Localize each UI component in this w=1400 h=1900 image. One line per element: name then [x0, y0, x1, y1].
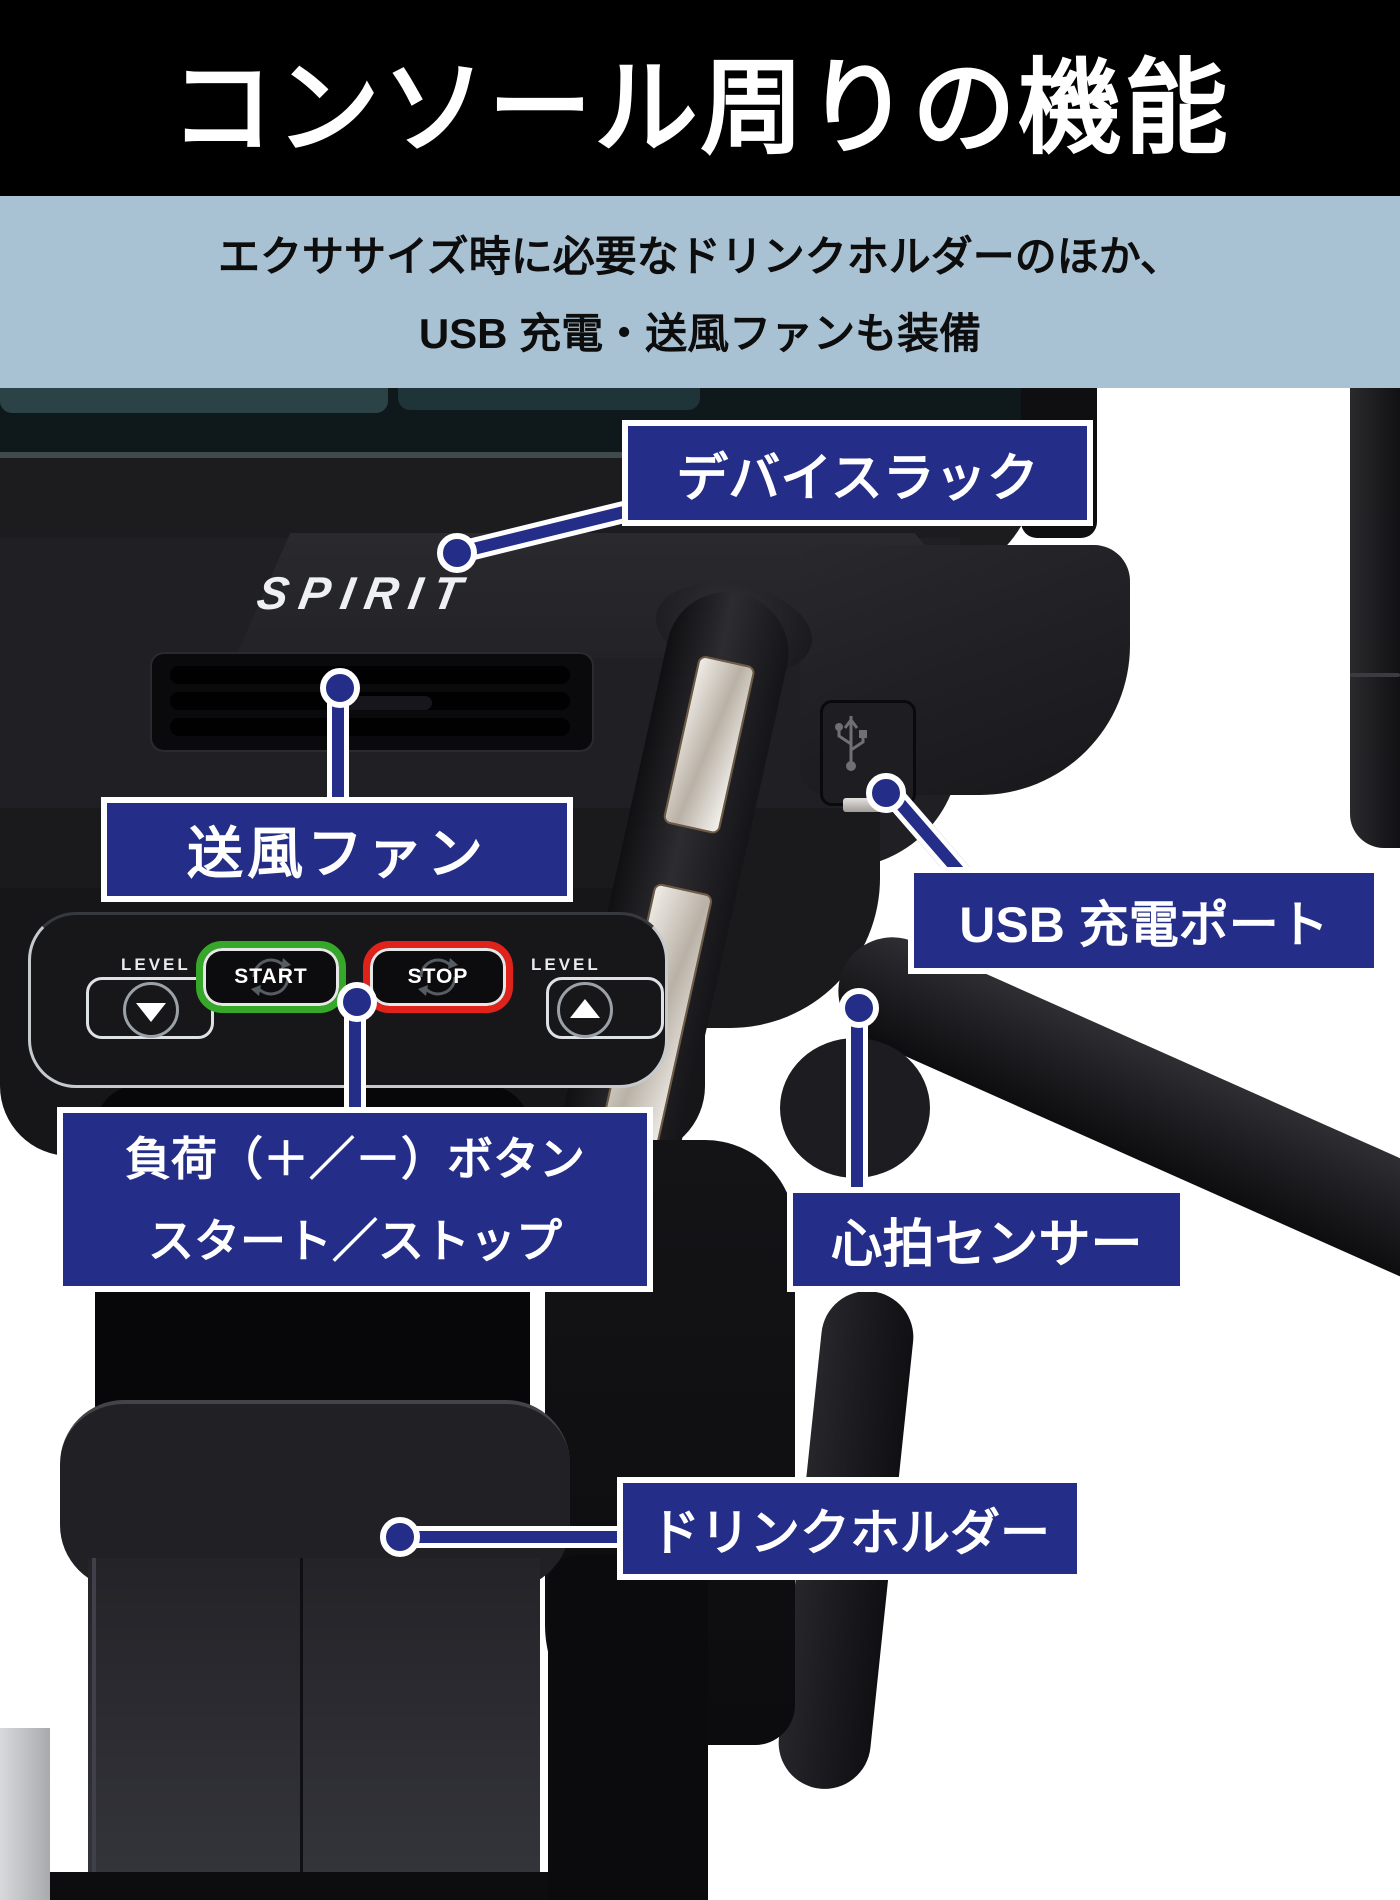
usb-icon	[835, 716, 867, 771]
handlebar-grip	[1350, 388, 1400, 848]
screen-bezel-segment	[398, 388, 700, 410]
level-down-icon	[123, 982, 179, 1038]
usb-port-label: USB 充電ポート	[908, 867, 1380, 974]
floor-stand	[0, 1728, 50, 1900]
start-button-label: START	[234, 965, 308, 988]
heart-rate-sensor-label: 心拍センサー	[787, 1187, 1186, 1292]
device-rack-callout-dot	[437, 533, 477, 573]
column-seam	[300, 1558, 303, 1882]
fan-vent	[150, 652, 594, 752]
stop-button: STOP	[363, 941, 513, 1013]
heart-rate-callout-dot	[839, 988, 879, 1028]
level-label-left: LEVEL	[121, 955, 191, 974]
interval-arrows-icon	[251, 958, 291, 996]
drink-holder-callout-dot	[380, 1517, 420, 1557]
interval-arrows-icon	[418, 958, 458, 996]
subtitle-line-2: USB 充電・送風ファンも装備	[418, 310, 982, 357]
usb-callout-dot	[866, 773, 906, 813]
subtitle-band: エクササイズ時に必要なドリンクホルダーのほか、 USB 充電・送風ファンも装備	[0, 196, 1400, 388]
page-title: コンソール周りの機能	[169, 50, 1230, 167]
load-buttons-label: 負荷（＋／－）ボタン スタート／ストップ	[57, 1107, 653, 1292]
header-band: コンソール周りの機能	[0, 0, 1400, 196]
subtitle-line-1: エクササイズ時に必要なドリンクホルダーのほか、	[218, 233, 1182, 280]
drink-holder-collar	[60, 1400, 570, 1589]
fan-callout-dot	[320, 668, 360, 708]
stop-button-label: STOP	[407, 965, 469, 988]
start-button: START	[196, 941, 346, 1013]
drink-holder-label: ドリンクホルダー	[617, 1477, 1083, 1580]
product-photo: SPIRIT	[0, 388, 1400, 1900]
vent-louver-tab	[332, 696, 432, 710]
brand-logo: SPIRIT	[253, 567, 477, 619]
screen-bezel-segment	[0, 388, 388, 413]
pedal-arm	[548, 1555, 708, 1900]
level-up-button	[546, 977, 664, 1039]
level-down-button	[86, 977, 214, 1039]
vent-slot	[170, 718, 570, 736]
device-rack-label: デバイスラック	[622, 420, 1093, 526]
grip-seam	[1350, 673, 1400, 677]
level-label-right: LEVEL	[531, 955, 601, 974]
heart-rate-callout-line	[846, 1000, 868, 1206]
load-buttons-callout-dot	[337, 982, 377, 1022]
heart-rate-sensor-strip	[662, 654, 757, 835]
vent-slot	[170, 666, 570, 684]
level-up-icon	[557, 982, 613, 1038]
drink-holder-callout-line	[398, 1526, 630, 1548]
column-highlight	[92, 1558, 96, 1882]
machine-base	[12, 1872, 637, 1900]
fan-label: 送風ファン	[101, 797, 573, 902]
machine-column	[88, 1558, 540, 1882]
